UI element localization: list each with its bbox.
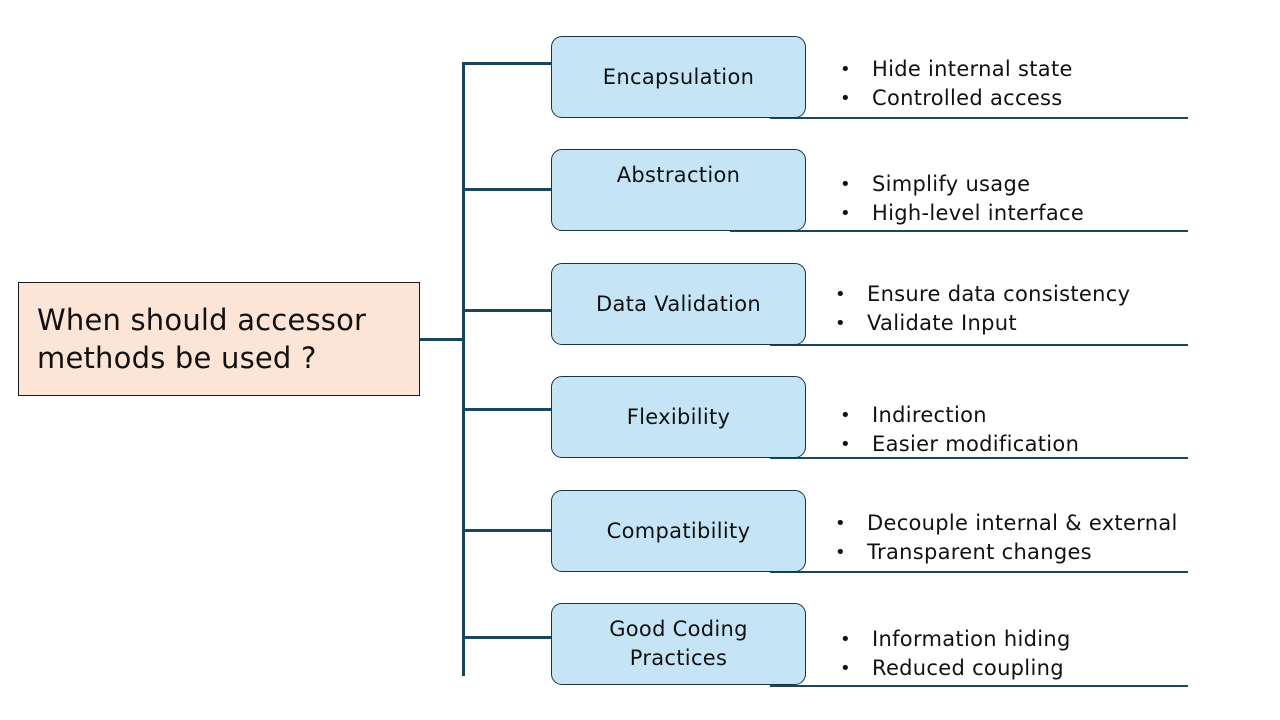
branch-connector — [462, 62, 551, 65]
bullet-item: Information hiding — [840, 625, 1071, 654]
bullet-item: Easier modification — [840, 430, 1079, 459]
branch-label: Flexibility — [626, 404, 731, 429]
bullet-list-data-validation: Ensure data consistency Validate Input — [835, 280, 1130, 338]
bullet-item: Reduced coupling — [840, 654, 1071, 683]
branch-label: Abstraction — [616, 163, 741, 187]
root-connector — [420, 338, 464, 341]
branch-connector — [462, 309, 551, 312]
bullet-item: Validate Input — [835, 309, 1130, 338]
row-underline — [770, 571, 1188, 573]
branch-node-flexibility: Flexibility — [551, 376, 806, 458]
branch-connector — [462, 636, 551, 639]
branch-node-data-validation: Data Validation — [551, 263, 806, 345]
bullet-item: Hide internal state — [840, 55, 1073, 84]
root-question-box: When should accessor methods be used ? — [18, 282, 420, 396]
branch-label: Data Validation — [595, 291, 761, 316]
root-question-line-1: When should accessor — [37, 303, 367, 337]
branch-label: Practices — [629, 646, 728, 670]
bullet-list-good-coding-practices: Information hiding Reduced coupling — [840, 625, 1071, 683]
branch-label: Good Coding — [609, 617, 748, 641]
branch-connector — [462, 408, 551, 411]
branch-label: Compatibility — [606, 518, 751, 543]
branch-connector — [462, 188, 551, 191]
branch-node-abstraction: Abstraction — [551, 149, 806, 231]
trunk-line — [462, 62, 465, 676]
branch-node-encapsulation: Encapsulation — [551, 36, 806, 118]
bullet-list-compatibility: Decouple internal & external Transparent… — [835, 509, 1178, 567]
bullet-item: Controlled access — [840, 84, 1073, 113]
bullet-item: Ensure data consistency — [835, 280, 1130, 309]
bullet-item: Simplify usage — [840, 170, 1084, 199]
bullet-list-abstraction: Simplify usage High-level interface — [840, 170, 1084, 228]
branch-node-compatibility: Compatibility — [551, 490, 806, 572]
row-underline — [770, 117, 1188, 119]
row-underline — [770, 685, 1188, 687]
bullet-item: Decouple internal & external — [835, 509, 1178, 538]
bullet-item: Transparent changes — [835, 538, 1178, 567]
bullet-item: High-level interface — [840, 199, 1084, 228]
row-underline — [730, 230, 1188, 232]
branch-label: Encapsulation — [602, 64, 755, 89]
branch-connector — [462, 529, 551, 532]
row-underline — [770, 344, 1188, 346]
root-question-line-2: methods be used ? — [37, 341, 317, 375]
bullet-list-encapsulation: Hide internal state Controlled access — [840, 55, 1073, 113]
bullet-list-flexibility: Indirection Easier modification — [840, 401, 1079, 459]
bullet-item: Indirection — [840, 401, 1079, 430]
branch-node-good-coding-practices: Good Coding Practices — [551, 603, 806, 685]
